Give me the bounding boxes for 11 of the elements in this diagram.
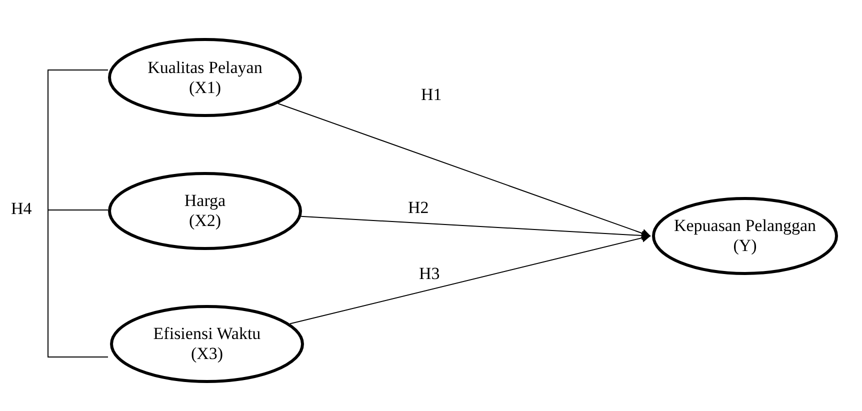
arrow — [278, 103, 651, 238]
ellipse-node — [110, 305, 304, 383]
ellipse-node — [108, 172, 302, 250]
node-label: Harga (X2) — [183, 191, 227, 231]
node-label: Efisiensi Waktu (X3) — [152, 324, 262, 364]
ellipse-node — [108, 38, 302, 117]
arrow — [300, 216, 651, 240]
arrow — [289, 234, 651, 324]
node-label: Kualitas Pelayan (X1) — [146, 58, 264, 98]
node-label: Kepuasan Pelanggan (Y) — [672, 216, 818, 256]
ellipse-node — [652, 197, 838, 275]
